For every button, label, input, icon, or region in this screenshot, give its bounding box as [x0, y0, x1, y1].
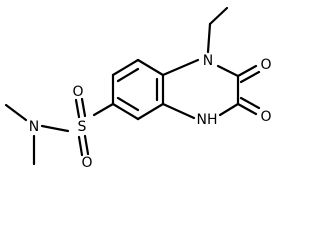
bond-c3-o3-a	[236, 102, 258, 116]
bond-n4-c4a	[161, 102, 196, 120]
atom-label-n-dimethyl: N	[29, 119, 39, 135]
bond-c2-o2-b	[239, 70, 261, 84]
pyrazinedione-ring	[161, 58, 240, 120]
ethyl-group	[206, 6, 229, 54]
atom-label-n1: N	[203, 53, 213, 69]
bond-c8a-n1	[161, 58, 200, 77]
bond-c6-c5	[111, 102, 140, 121]
atom-label-o-sulfonyl-bottom: O	[81, 155, 92, 171]
bond-c8-c7	[111, 58, 140, 77]
bond-c5-c4a	[136, 102, 165, 121]
bond-c2-o2-a	[236, 64, 258, 78]
atom-label-o2: O	[260, 57, 271, 73]
atom-label-o-sulfonyl-top: O	[72, 84, 83, 100]
sulfonamide-group	[4, 97, 115, 166]
bond-s-o-top-b	[74, 98, 81, 119]
bond-c6-c5-inner	[116, 96, 140, 112]
atom-label-nh4: NH	[197, 112, 218, 128]
molecular-structure-diagram: N O O NH S O O N	[4, 6, 272, 171]
bond-c7-s	[92, 102, 115, 117]
atom-labels: N O O NH S O O N	[29, 53, 272, 171]
bond-c7-c7-inner	[116, 67, 140, 83]
atom-label-o3: O	[260, 109, 271, 125]
bond-ethyl-ch2-n1	[206, 22, 212, 54]
bond-c3-o3-b	[239, 96, 261, 110]
bond-s-n	[40, 124, 70, 133]
bond-ethyl-ch3-ch2	[208, 6, 229, 26]
benzene-ring	[111, 58, 165, 121]
bond-n-methyl-up	[4, 103, 28, 122]
bond-s-o-bottom-a	[83, 134, 90, 156]
bond-n1-c2	[216, 64, 240, 78]
atom-label-sulfur: S	[78, 119, 87, 135]
bond-s-o-top-a	[80, 97, 87, 118]
bond-c8a-c8	[136, 58, 165, 77]
carbonyl-bonds	[236, 64, 261, 116]
bond-c3-n4	[218, 102, 240, 117]
bond-s-o-bottom-b	[77, 135, 84, 157]
